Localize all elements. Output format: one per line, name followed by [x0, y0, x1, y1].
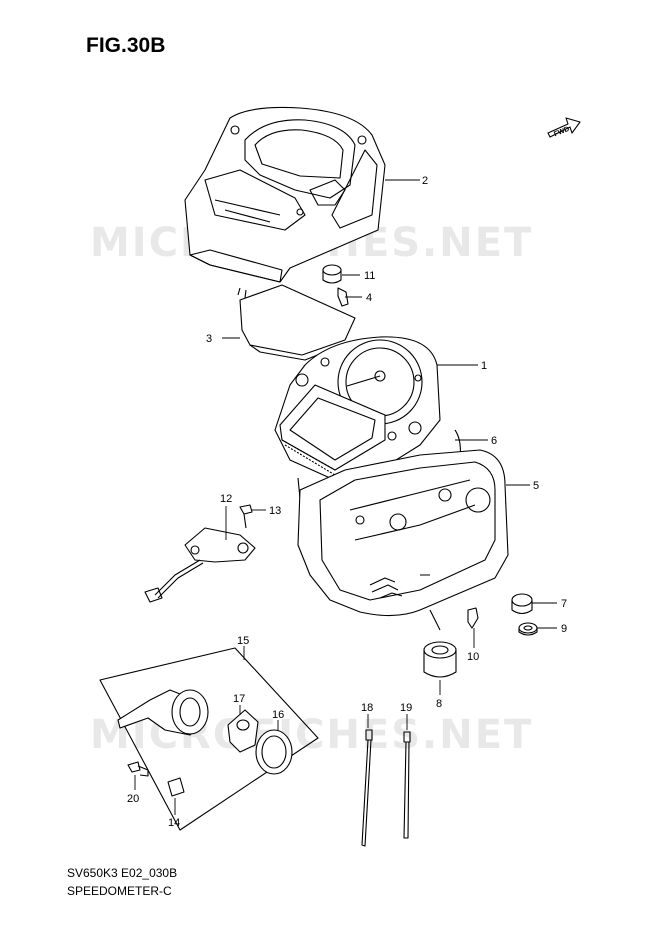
callout-7: 7 [561, 598, 567, 610]
part-15-lamp-kit-box [99, 647, 319, 831]
part-11-grommet [322, 264, 342, 284]
figure-title: FIG.30B [86, 34, 166, 57]
part-4-screw [337, 287, 349, 307]
callout-11: 11 [364, 270, 375, 282]
callout-20: 20 [127, 793, 139, 805]
callout-15: 15 [237, 635, 249, 647]
callout-8: 8 [436, 698, 442, 710]
fwd-arrow-icon: FWD [547, 117, 581, 138]
callout-4: 4 [366, 292, 372, 304]
callout-16: 16 [272, 709, 284, 721]
figure-name: SPEEDOMETER-C [67, 884, 172, 898]
part-17-socket [227, 709, 259, 753]
part-5-lower-case [297, 449, 509, 631]
part-19-cable-tie [403, 731, 411, 839]
callout-2: 2 [422, 175, 428, 187]
part-16-ring [255, 729, 293, 775]
part-1-meter-assembly [274, 336, 441, 479]
part-13-bolt [239, 504, 253, 529]
callout-9: 9 [561, 623, 567, 635]
part-10-screw [467, 607, 479, 629]
callout-5: 5 [533, 480, 539, 492]
callout-10: 10 [467, 651, 479, 663]
callout-13: 13 [269, 505, 281, 517]
part-8-damper [423, 641, 457, 678]
part-18-cable-tie [361, 729, 373, 847]
callout-3: 3 [206, 333, 212, 345]
callout-6: 6 [491, 435, 497, 447]
part-9-collar [518, 622, 538, 636]
callout-19: 19 [400, 702, 412, 714]
leader-lines [134, 179, 557, 815]
fwd-label: FWD [553, 126, 570, 138]
part-14-clip [167, 777, 185, 797]
part-2-meter-cover [184, 106, 386, 283]
callout-14: 14 [168, 817, 180, 829]
part-20-bolt [127, 761, 149, 777]
callout-12: 12 [220, 493, 232, 505]
callout-17: 17 [233, 693, 245, 705]
callout-18: 18 [361, 702, 373, 714]
part-7-grommet [511, 593, 533, 615]
figure-code: SV650K3 E02_030B [67, 866, 178, 880]
callout-labels: 2 11 4 3 1 6 5 7 9 10 8 12 13 15 17 16 1… [127, 175, 567, 829]
part-12-bracket [144, 527, 256, 603]
callout-1: 1 [481, 360, 487, 372]
